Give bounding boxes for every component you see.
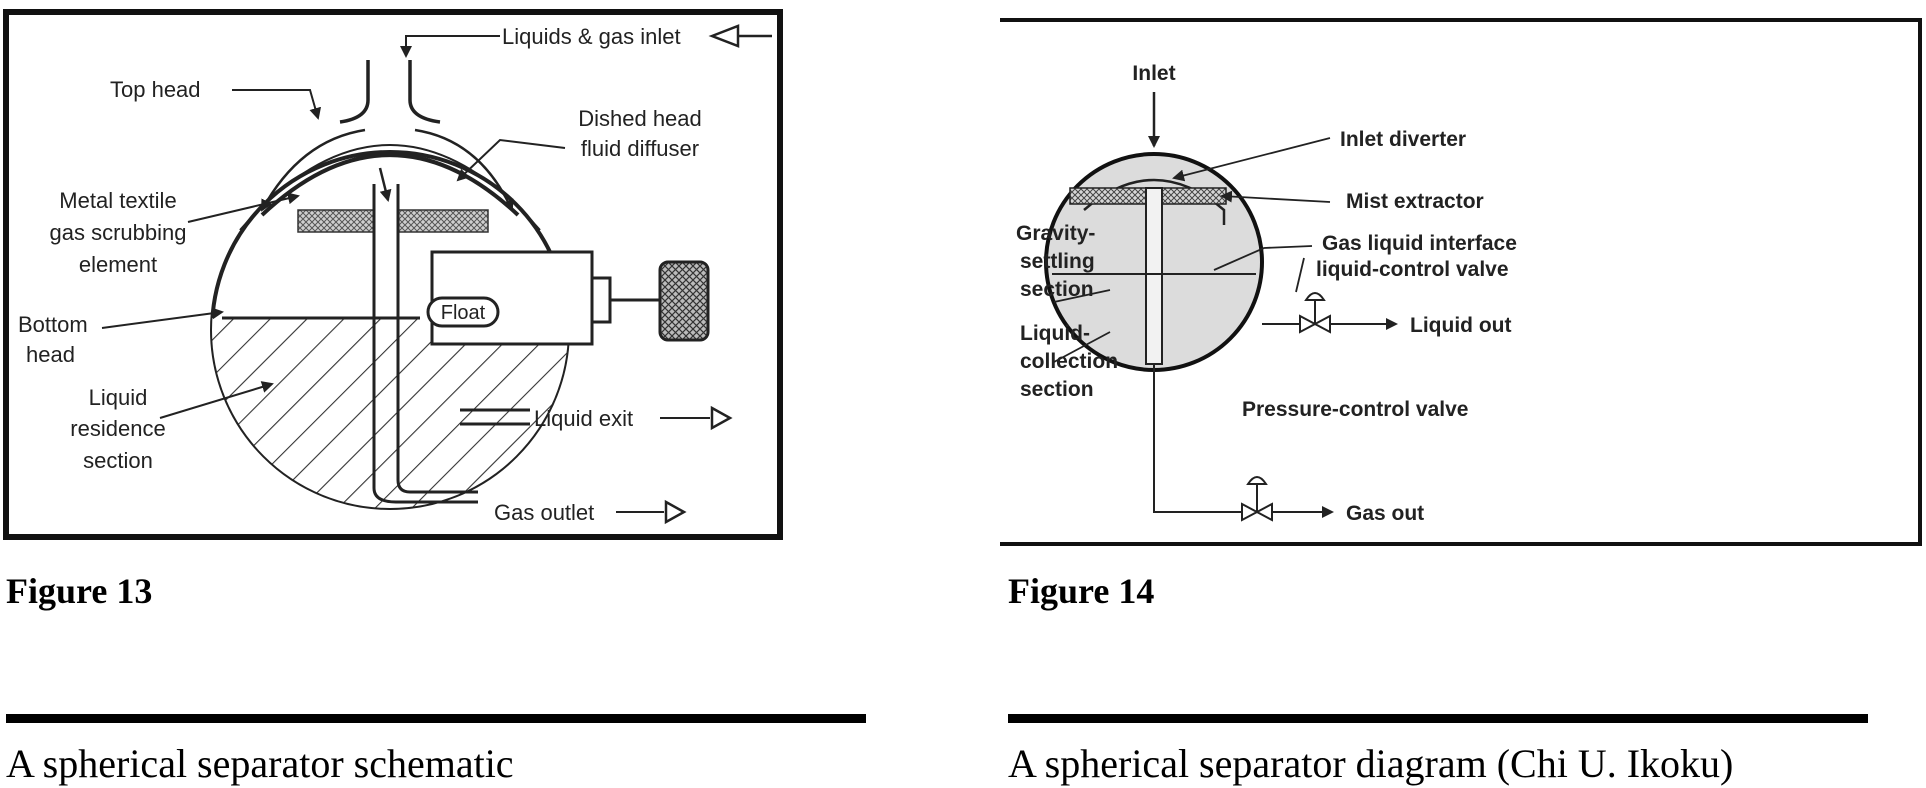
label-bottom-head-1: Bottom [18, 312, 88, 337]
figure-13-rule [6, 714, 866, 723]
float-label: Float [441, 302, 486, 324]
label-collection-2: collection [1020, 350, 1118, 373]
float-weight [658, 260, 710, 342]
figure-14-caption: Figure 14 [1008, 571, 1155, 611]
dished-head-diffuser [260, 153, 520, 217]
label-gas-outlet: Gas outlet [494, 500, 594, 525]
label-metal-textile-1: Metal textile [59, 188, 176, 213]
liquid-exit-pipe [460, 408, 530, 426]
label-liquid-residence-3: section [83, 448, 153, 473]
mist-extractor-right [1161, 187, 1227, 205]
figure-13-caption: Figure 13 [6, 571, 153, 611]
label-collection-1: Liquid- [1020, 322, 1090, 345]
label-gravity-3: section [1020, 278, 1094, 301]
label-gravity-2: settling [1020, 250, 1095, 273]
label-liquid-out: Liquid out [1410, 314, 1511, 337]
gas-outlet-line [1153, 364, 1242, 513]
label-collection-3: section [1020, 378, 1094, 401]
metal-textile-element-right [397, 209, 489, 233]
inlet-nozzle [339, 60, 441, 124]
label-pressure-control-valve: Pressure-control valve [1242, 398, 1468, 421]
label-inlet: Inlet [1132, 62, 1175, 85]
label-gas-out: Gas out [1346, 502, 1424, 525]
liquid-residence-region [212, 296, 568, 508]
figure-13-diagram: Float Liquids & gas inlet Top head Dishe… [3, 9, 783, 540]
pressure-control-valve [1241, 476, 1273, 522]
label-liquid-exit: Liquid exit [534, 406, 633, 431]
label-metal-textile-2: gas scrubbing [50, 220, 187, 245]
label-gravity-1: Gravity- [1016, 222, 1095, 245]
label-dished-head-2: fluid diffuser [581, 136, 699, 161]
float [426, 296, 500, 328]
label-liquids-gas-inlet: Liquids & gas inlet [502, 24, 681, 49]
gas-outlet-pipe [372, 184, 478, 504]
figure-14-diagram: Inlet Inlet diverter Mist extractor Grav… [1000, 18, 1922, 546]
label-liquid-residence-2: residence [70, 416, 165, 441]
label-liquid-control-valve: liquid-control valve [1316, 258, 1509, 281]
liquid-control-valve [1299, 292, 1331, 334]
label-metal-textile-3: element [79, 252, 157, 277]
metal-textile-element-left [297, 209, 375, 233]
label-gas-liquid-interface: Gas liquid interface [1322, 232, 1517, 255]
label-inlet-diverter: Inlet diverter [1340, 128, 1466, 151]
label-liquid-residence-1: Liquid [89, 385, 148, 410]
label-top-head: Top head [110, 77, 201, 102]
label-dished-head-1: Dished head [578, 106, 702, 131]
figure-14-description: A spherical separator diagram (Chi U. Ik… [1008, 741, 1734, 786]
figure-14-rule [1008, 714, 1868, 723]
label-mist-extractor: Mist extractor [1346, 190, 1484, 213]
label-bottom-head-2: head [26, 342, 75, 367]
figure-13-description: A spherical separator schematic [6, 741, 514, 786]
mist-extractor-left [1069, 187, 1147, 205]
